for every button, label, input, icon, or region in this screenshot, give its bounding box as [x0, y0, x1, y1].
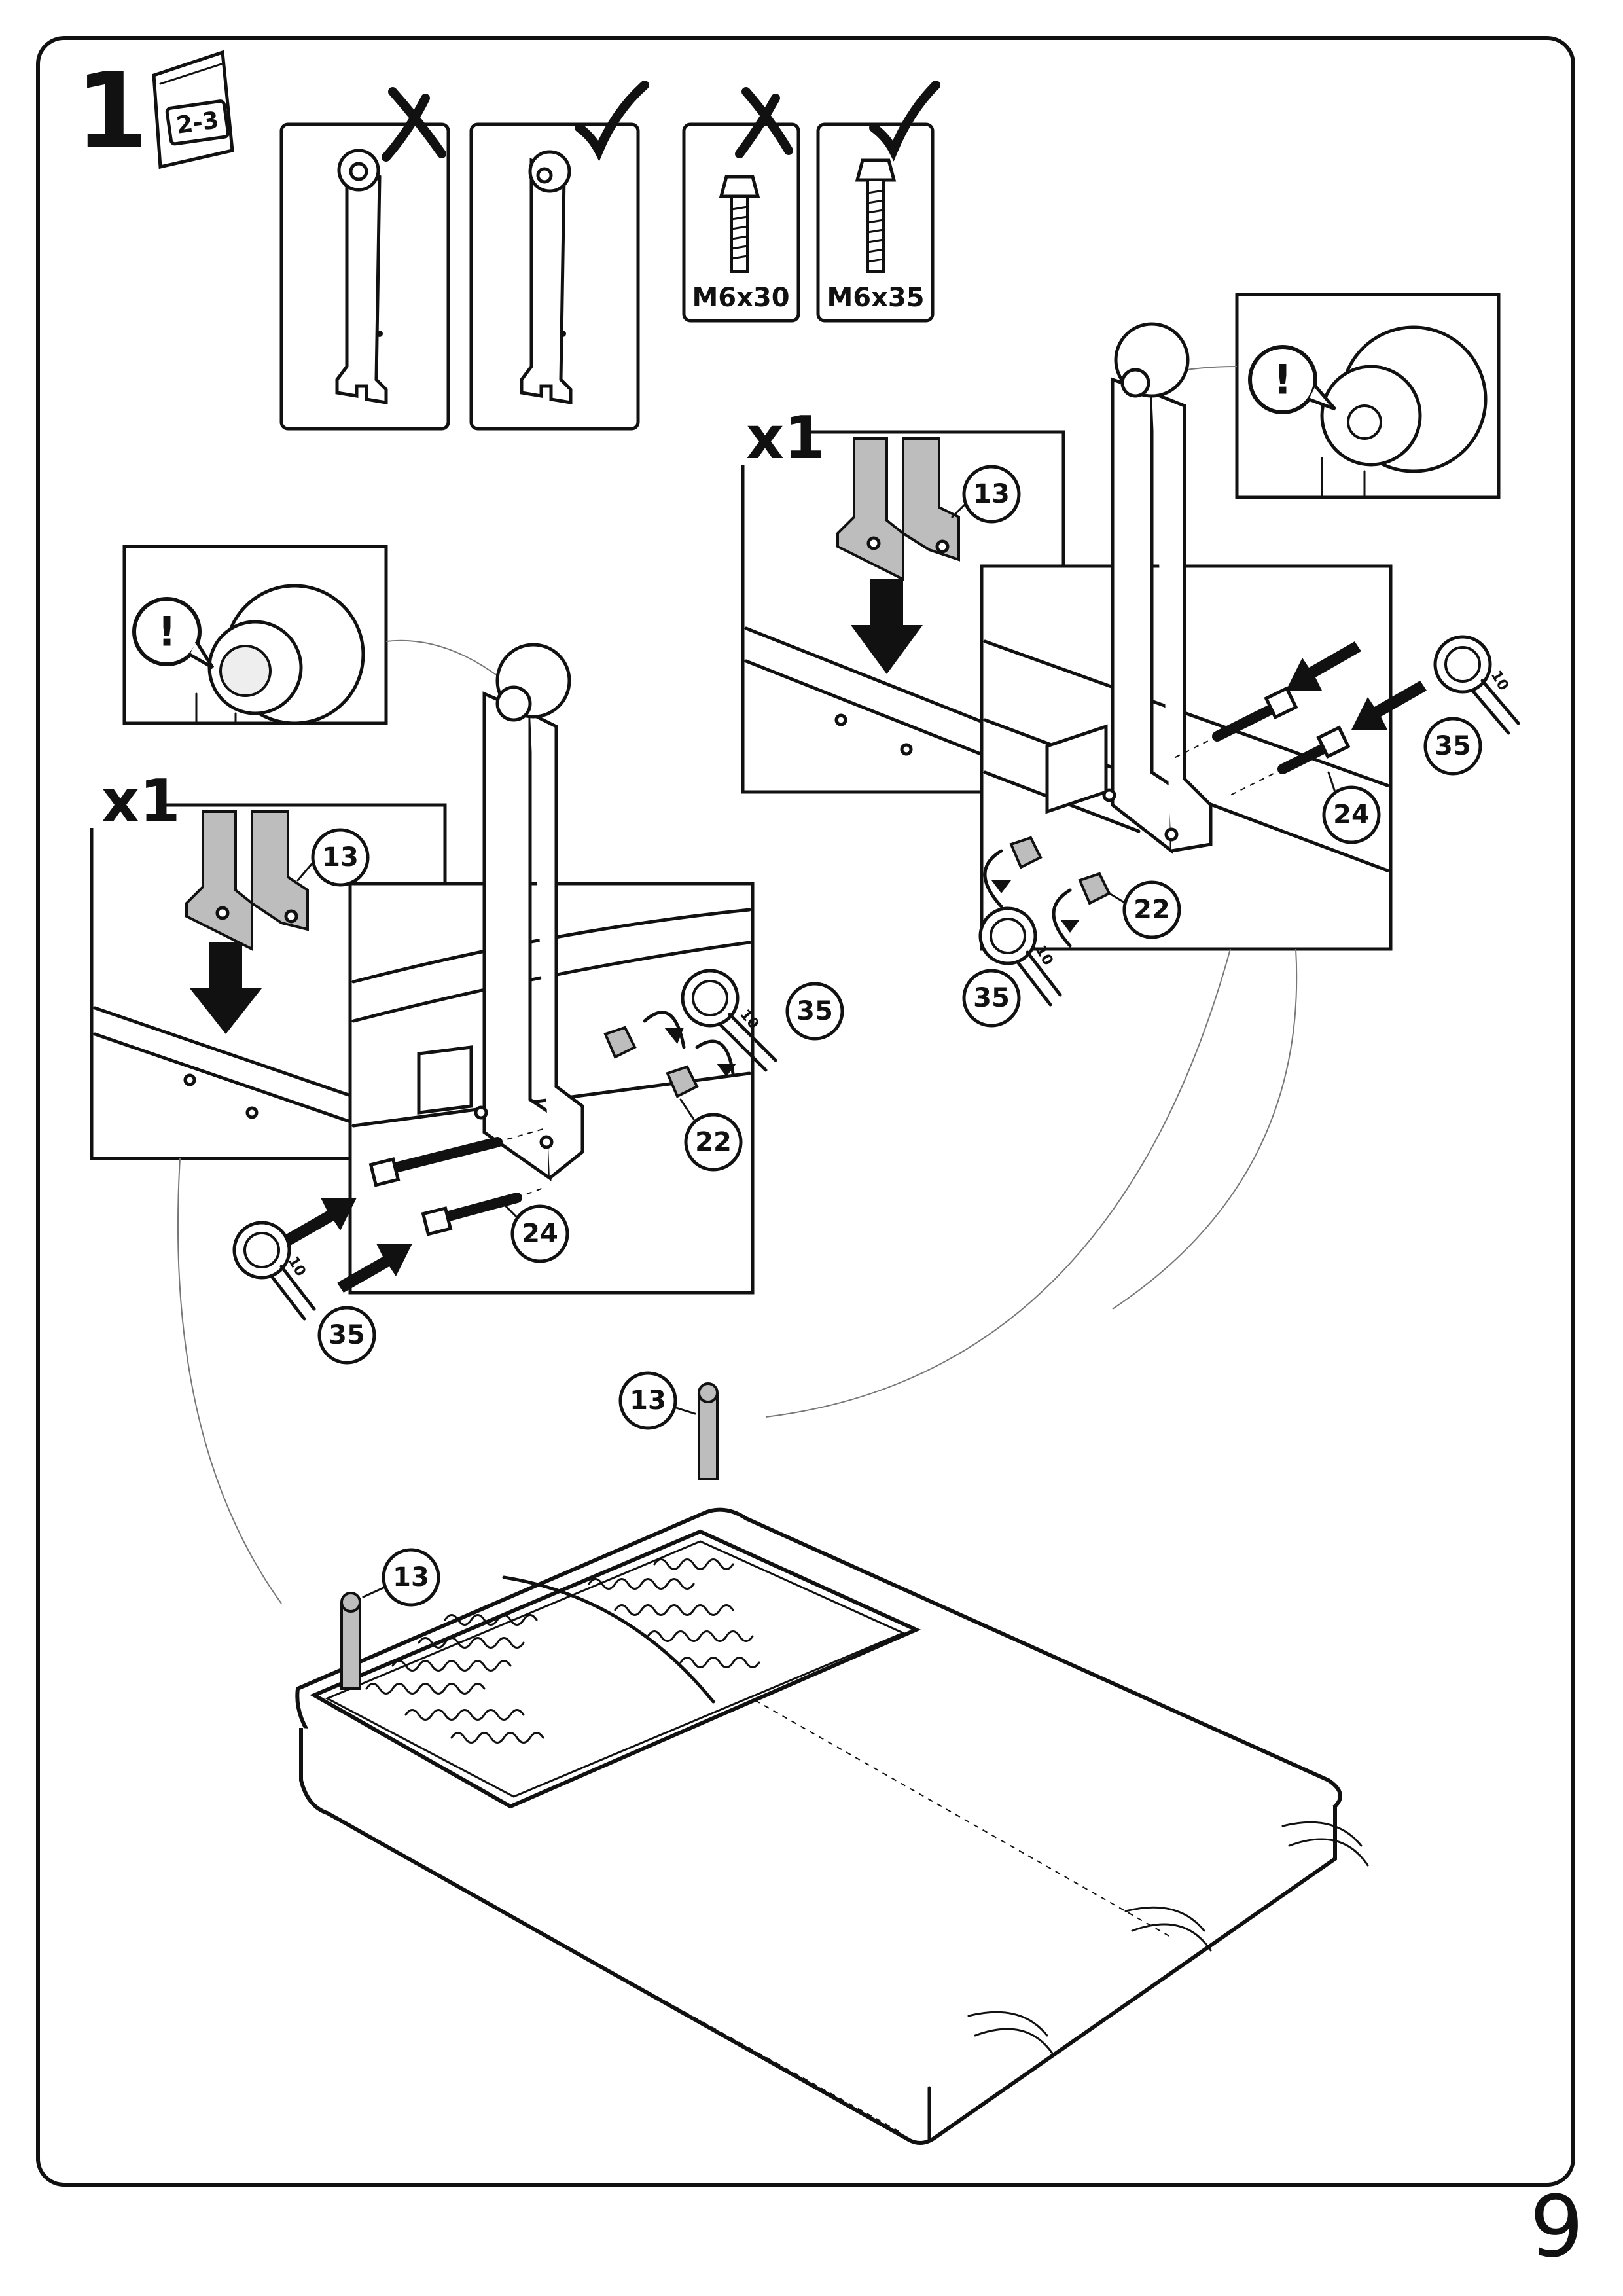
cross-mark-icon	[735, 87, 793, 158]
svg-text:13: 13	[322, 842, 359, 872]
wrench-icon: 10	[232, 1221, 316, 1321]
svg-text:24: 24	[1333, 800, 1370, 830]
callout-35: 35	[1423, 717, 1482, 776]
attention-icon: !	[132, 597, 215, 670]
svg-text:22: 22	[1133, 895, 1170, 925]
left-detail: ! x1 13	[79, 545, 844, 1365]
cross-mark-icon	[382, 87, 446, 162]
wrench-icon: 10	[978, 906, 1062, 1007]
wrench-icon: 10	[681, 969, 777, 1072]
callout-24: 24	[1322, 771, 1381, 844]
leg-right-panel	[469, 81, 649, 431]
page-frame	[36, 36, 1575, 2187]
attention-icon: !	[1248, 345, 1336, 414]
step-number: 1	[75, 50, 148, 172]
callout-13: 13	[951, 465, 1021, 524]
svg-text:35: 35	[1435, 731, 1471, 761]
bolt-wrong-panel: M6x30	[682, 87, 800, 323]
bolt-right-panel: M6x35	[816, 81, 940, 323]
svg-text:22: 22	[695, 1127, 732, 1157]
quantity-label-left: x1	[101, 767, 181, 836]
callout-22: 22	[1108, 880, 1181, 939]
sofa-base: 13 13	[295, 1371, 1369, 2145]
bolt-right-label: M6x35	[827, 283, 924, 313]
callout-13: 13	[618, 1371, 696, 1430]
hardware-bag-icon: 2-3	[152, 50, 234, 170]
svg-text:35: 35	[329, 1320, 365, 1350]
callout-13: 13	[296, 828, 370, 887]
callout-35: 35	[962, 969, 1021, 1028]
spring-rows	[365, 1558, 760, 1744]
svg-text:13: 13	[393, 1562, 429, 1592]
check-mark-icon	[575, 81, 649, 162]
svg-text:13: 13	[973, 479, 1010, 509]
callout-35: 35	[317, 1306, 376, 1365]
svg-text:!: !	[158, 608, 176, 656]
callout-24: 24	[503, 1203, 569, 1263]
leg-wrong-panel	[279, 87, 450, 431]
svg-text:!: !	[1274, 356, 1292, 404]
bag-label: 2-3	[175, 107, 221, 139]
callout-22: 22	[679, 1098, 743, 1172]
check-mark-icon	[869, 81, 940, 162]
right-detail: ! x1 13	[733, 293, 1520, 1028]
callout-35: 35	[785, 982, 844, 1041]
svg-text:35: 35	[973, 983, 1010, 1013]
svg-text:35: 35	[796, 996, 833, 1026]
bolt-wrong-label: M6x30	[692, 283, 789, 313]
page-number: 9	[1529, 2177, 1584, 2276]
svg-text:13: 13	[630, 1386, 666, 1416]
callout-13: 13	[362, 1548, 440, 1607]
svg-text:24: 24	[522, 1219, 558, 1249]
quantity-label-right: x1	[746, 404, 825, 473]
